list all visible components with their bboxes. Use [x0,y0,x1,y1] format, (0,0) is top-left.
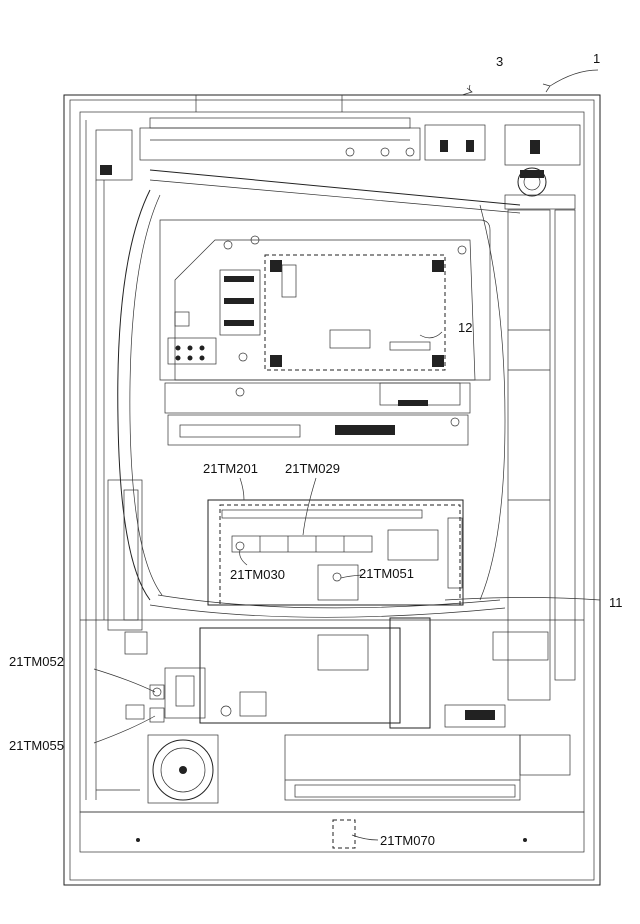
label-21tm055: 21TM055 [9,738,64,753]
board-11 [208,500,463,605]
fan [148,735,218,803]
label-ref-12: 12 [458,320,472,335]
top-rail-assembly [96,118,580,180]
label-21tm030: 21TM030 [230,567,285,582]
label-21tm029: 21TM029 [285,461,340,476]
belt [150,170,520,213]
outer-cabinet [64,95,600,885]
drum-outline [118,190,505,617]
top-right-mechanism [505,168,575,209]
lower-section [80,618,584,728]
right-column [508,210,575,700]
leader-lines [94,70,600,840]
label-21tm051: 21TM051 [359,566,414,581]
bottom-compartment [80,735,584,852]
label-ref-3: 3 [496,54,503,69]
label-21tm052: 21TM052 [9,654,64,669]
label-21tm201: 21TM201 [203,461,258,476]
middle-board [165,383,470,445]
label-21tm070: 21TM070 [380,833,435,848]
label-ref-11: 11 [609,595,623,610]
label-ref-1: 1 [593,51,600,66]
left-frame [86,120,142,800]
control-board-12 [168,236,475,380]
